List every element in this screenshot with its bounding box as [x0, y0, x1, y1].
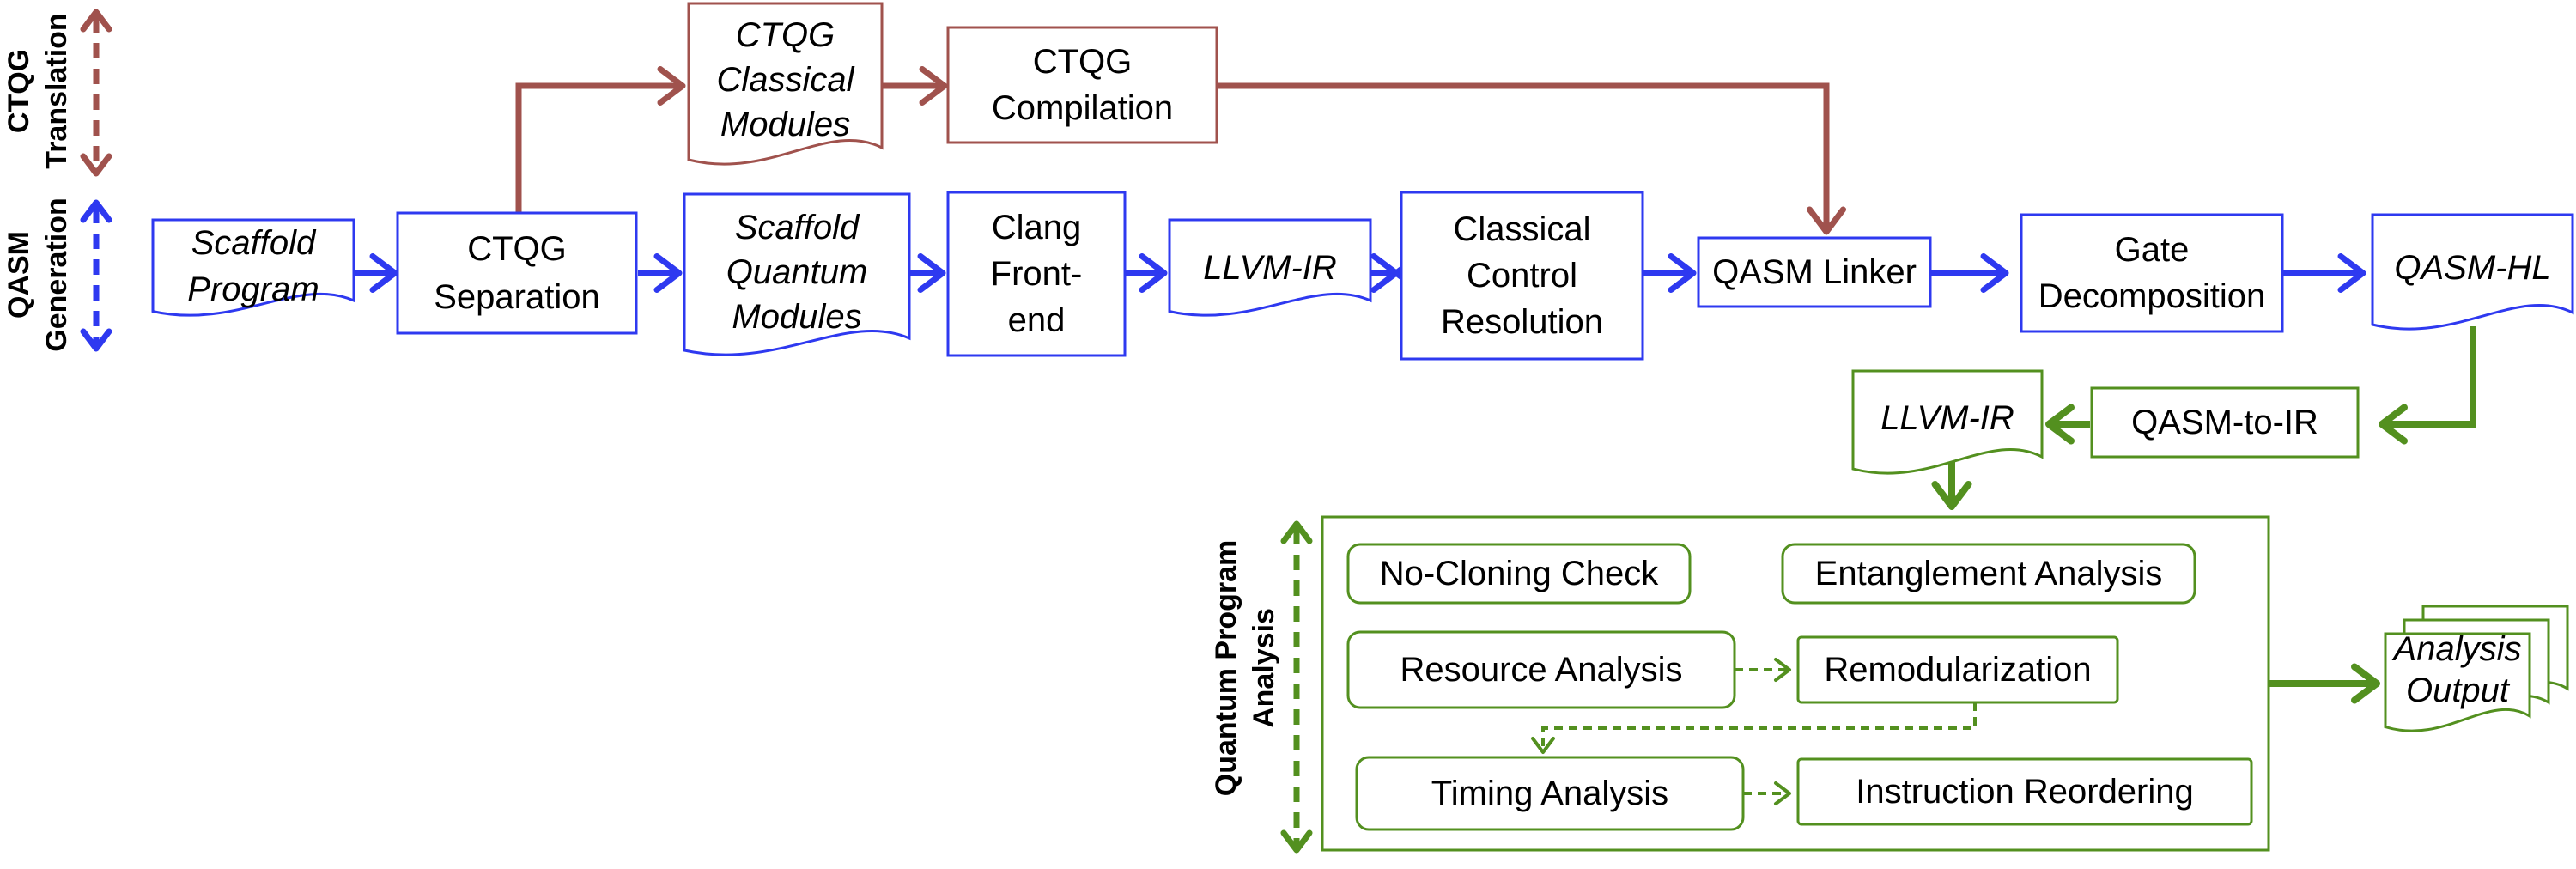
qasm-line1-text: QASM	[3, 231, 35, 319]
llvm-ir-2-label: LLVM-IR	[1880, 399, 2014, 437]
llvm-to-analysis-head	[1931, 481, 1972, 510]
resource-analysis-label: Resource Analysis	[1400, 651, 1682, 689]
classical-to-compilation-head	[919, 66, 948, 106]
gate-decomposition-label: Decomposition	[2038, 277, 2266, 315]
ctqg-separation-box	[396, 211, 638, 335]
clang-frontend-label: Front-	[991, 255, 1083, 293]
clang-frontend-box	[946, 191, 1127, 357]
analysis-line2-text: Analysis	[1248, 608, 1280, 728]
analysis-output-label: Output	[2406, 672, 2511, 709]
scaffold-program-label: Program	[187, 270, 319, 308]
instruction-reordering-label: Instruction Reordering	[1856, 773, 2194, 811]
entanglement-analysis-label: Entanglement Analysis	[1815, 555, 2163, 592]
remod-to-timing-head	[1531, 737, 1555, 754]
no-cloning-check-label: No-Cloning Check	[1380, 555, 1660, 592]
timing-analysis-label: Timing Analysis	[1431, 775, 1668, 812]
scaffold-quantum-modules-label: Scaffold	[735, 209, 860, 246]
ctqg-classical-modules-label: Modules	[720, 106, 850, 143]
ctqg-translation-arrow-head-up	[80, 9, 112, 33]
resource-analysis-box	[1346, 630, 1736, 709]
qasmhl-to-qasmtoir-line	[2382, 326, 2476, 428]
llvm-ir-1-document	[1168, 218, 1372, 317]
qasm-hl-document	[2371, 213, 2574, 331]
gate-decomposition-label: Gate	[2115, 231, 2190, 269]
qasm-to-ir-box	[2090, 386, 2360, 459]
qasm-line2-text: Generation	[40, 198, 73, 351]
ctqg-line2-text: Translation	[40, 13, 73, 168]
clang-frontend-label: end	[1008, 301, 1066, 339]
analysis-output-label: Analysis	[2392, 630, 2522, 668]
ctqg-sep-to-classical-head	[657, 66, 686, 106]
separation-to-modules-head	[653, 253, 683, 293]
ctqg-classical-modules-document	[687, 2, 884, 166]
analysis-line1-text: Quantum Program	[1210, 540, 1242, 796]
analysis-output-page-front	[2384, 632, 2531, 732]
no-cloning-check-box	[1346, 543, 1692, 605]
resource-to-remod-head	[1774, 658, 1791, 682]
classical-control-resolution-label: Classical	[1453, 210, 1590, 248]
ctqg-separation-label: CTQG	[467, 230, 567, 268]
ctqg-classical-modules-label: Classical	[716, 61, 854, 99]
ctqg-translation-arrow-head-down	[80, 153, 112, 177]
classical-control-resolution-label: Control	[1467, 257, 1577, 295]
qasm-generation-arrow-head-up	[80, 199, 112, 223]
entanglement-analysis-box	[1781, 543, 2196, 605]
classical-control-resolution-box	[1400, 191, 1644, 361]
compilation-to-linker-head	[1807, 206, 1846, 235]
scaffold-quantum-modules-label: Quantum	[726, 253, 868, 291]
scaffold-quantum-modules-label: Modules	[732, 298, 861, 336]
program-to-separation-head	[369, 253, 398, 293]
analysis-to-output-head	[2351, 663, 2380, 704]
llvm-to-resolution-head	[1370, 253, 1400, 293]
qasm-to-ir-label: QASM-to-IR	[2131, 404, 2318, 441]
classical-control-resolution-label: Resolution	[1441, 303, 1603, 341]
compilation-to-linker-line	[1218, 82, 1830, 232]
scaffold-program-label: Scaffold	[191, 224, 317, 262]
timing-analysis-box	[1355, 756, 1745, 831]
timing-to-reordering-head	[1774, 781, 1791, 805]
qasm-linker-label: QASM Linker	[1712, 253, 1917, 291]
qasm-generation-arrow-head-down	[80, 328, 112, 352]
scaffold-quantum-modules-document	[683, 192, 911, 356]
linker-to-gate-head	[1980, 253, 2009, 293]
ctqg-classical-modules-label: CTQG	[736, 16, 835, 54]
qasm-linker-box	[1697, 236, 1932, 308]
llvm-ir-1-label: LLVM-IR	[1203, 249, 1337, 287]
modules-to-clang-head	[917, 253, 946, 293]
qasmhl-to-qasmtoir-head	[2379, 404, 2408, 445]
analysis-container	[1321, 515, 2270, 852]
ctqg-separation-label: Separation	[434, 278, 599, 316]
gate-decomposition-box	[2020, 213, 2284, 333]
llvm-ir-2-document	[1851, 369, 2044, 475]
ctqg-compilation-box	[946, 26, 1218, 144]
remodularization-box	[1796, 635, 2119, 704]
remod-to-timing-line	[1541, 702, 1977, 752]
clang-frontend-label: Clang	[992, 209, 1082, 246]
ctqg-compilation-label: Compilation	[992, 89, 1173, 127]
gate-to-qasmhl-head	[2337, 253, 2366, 293]
ctqg-line1-text: CTQG	[3, 49, 35, 133]
instruction-reordering-box	[1796, 757, 2253, 826]
ctqg-sep-to-classical-line	[515, 82, 683, 213]
ctqg-compilation-label: CTQG	[1033, 43, 1133, 81]
remodularization-label: Remodularization	[1824, 651, 2091, 689]
resolution-to-linker-head	[1668, 253, 1697, 293]
analysis-range-arrow-head-up	[1280, 520, 1313, 544]
analysis-range-arrow-head-down	[1280, 830, 1313, 854]
clang-to-llvm-head	[1139, 253, 1168, 293]
qasm-hl-label: QASM-HL	[2394, 249, 2550, 287]
qasmtoir-to-llvm-head	[2045, 404, 2075, 445]
scaffold-program-document	[151, 218, 355, 317]
